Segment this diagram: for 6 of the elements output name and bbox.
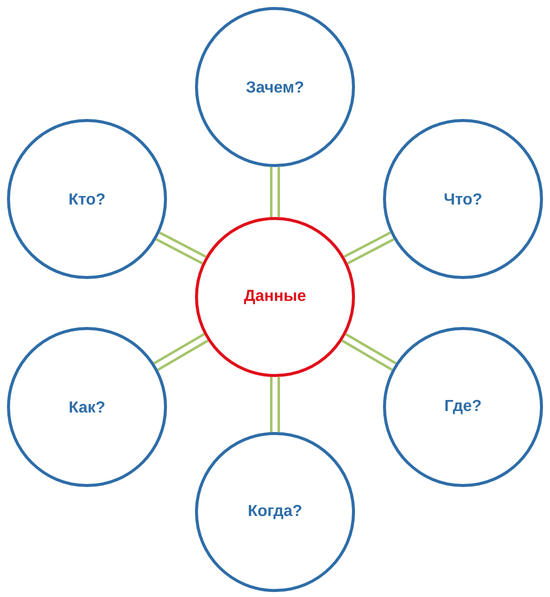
connector [344, 232, 394, 264]
connector [342, 333, 396, 371]
connector [270, 377, 280, 432]
connector [270, 167, 280, 217]
connector [156, 232, 206, 264]
connector [154, 333, 208, 371]
